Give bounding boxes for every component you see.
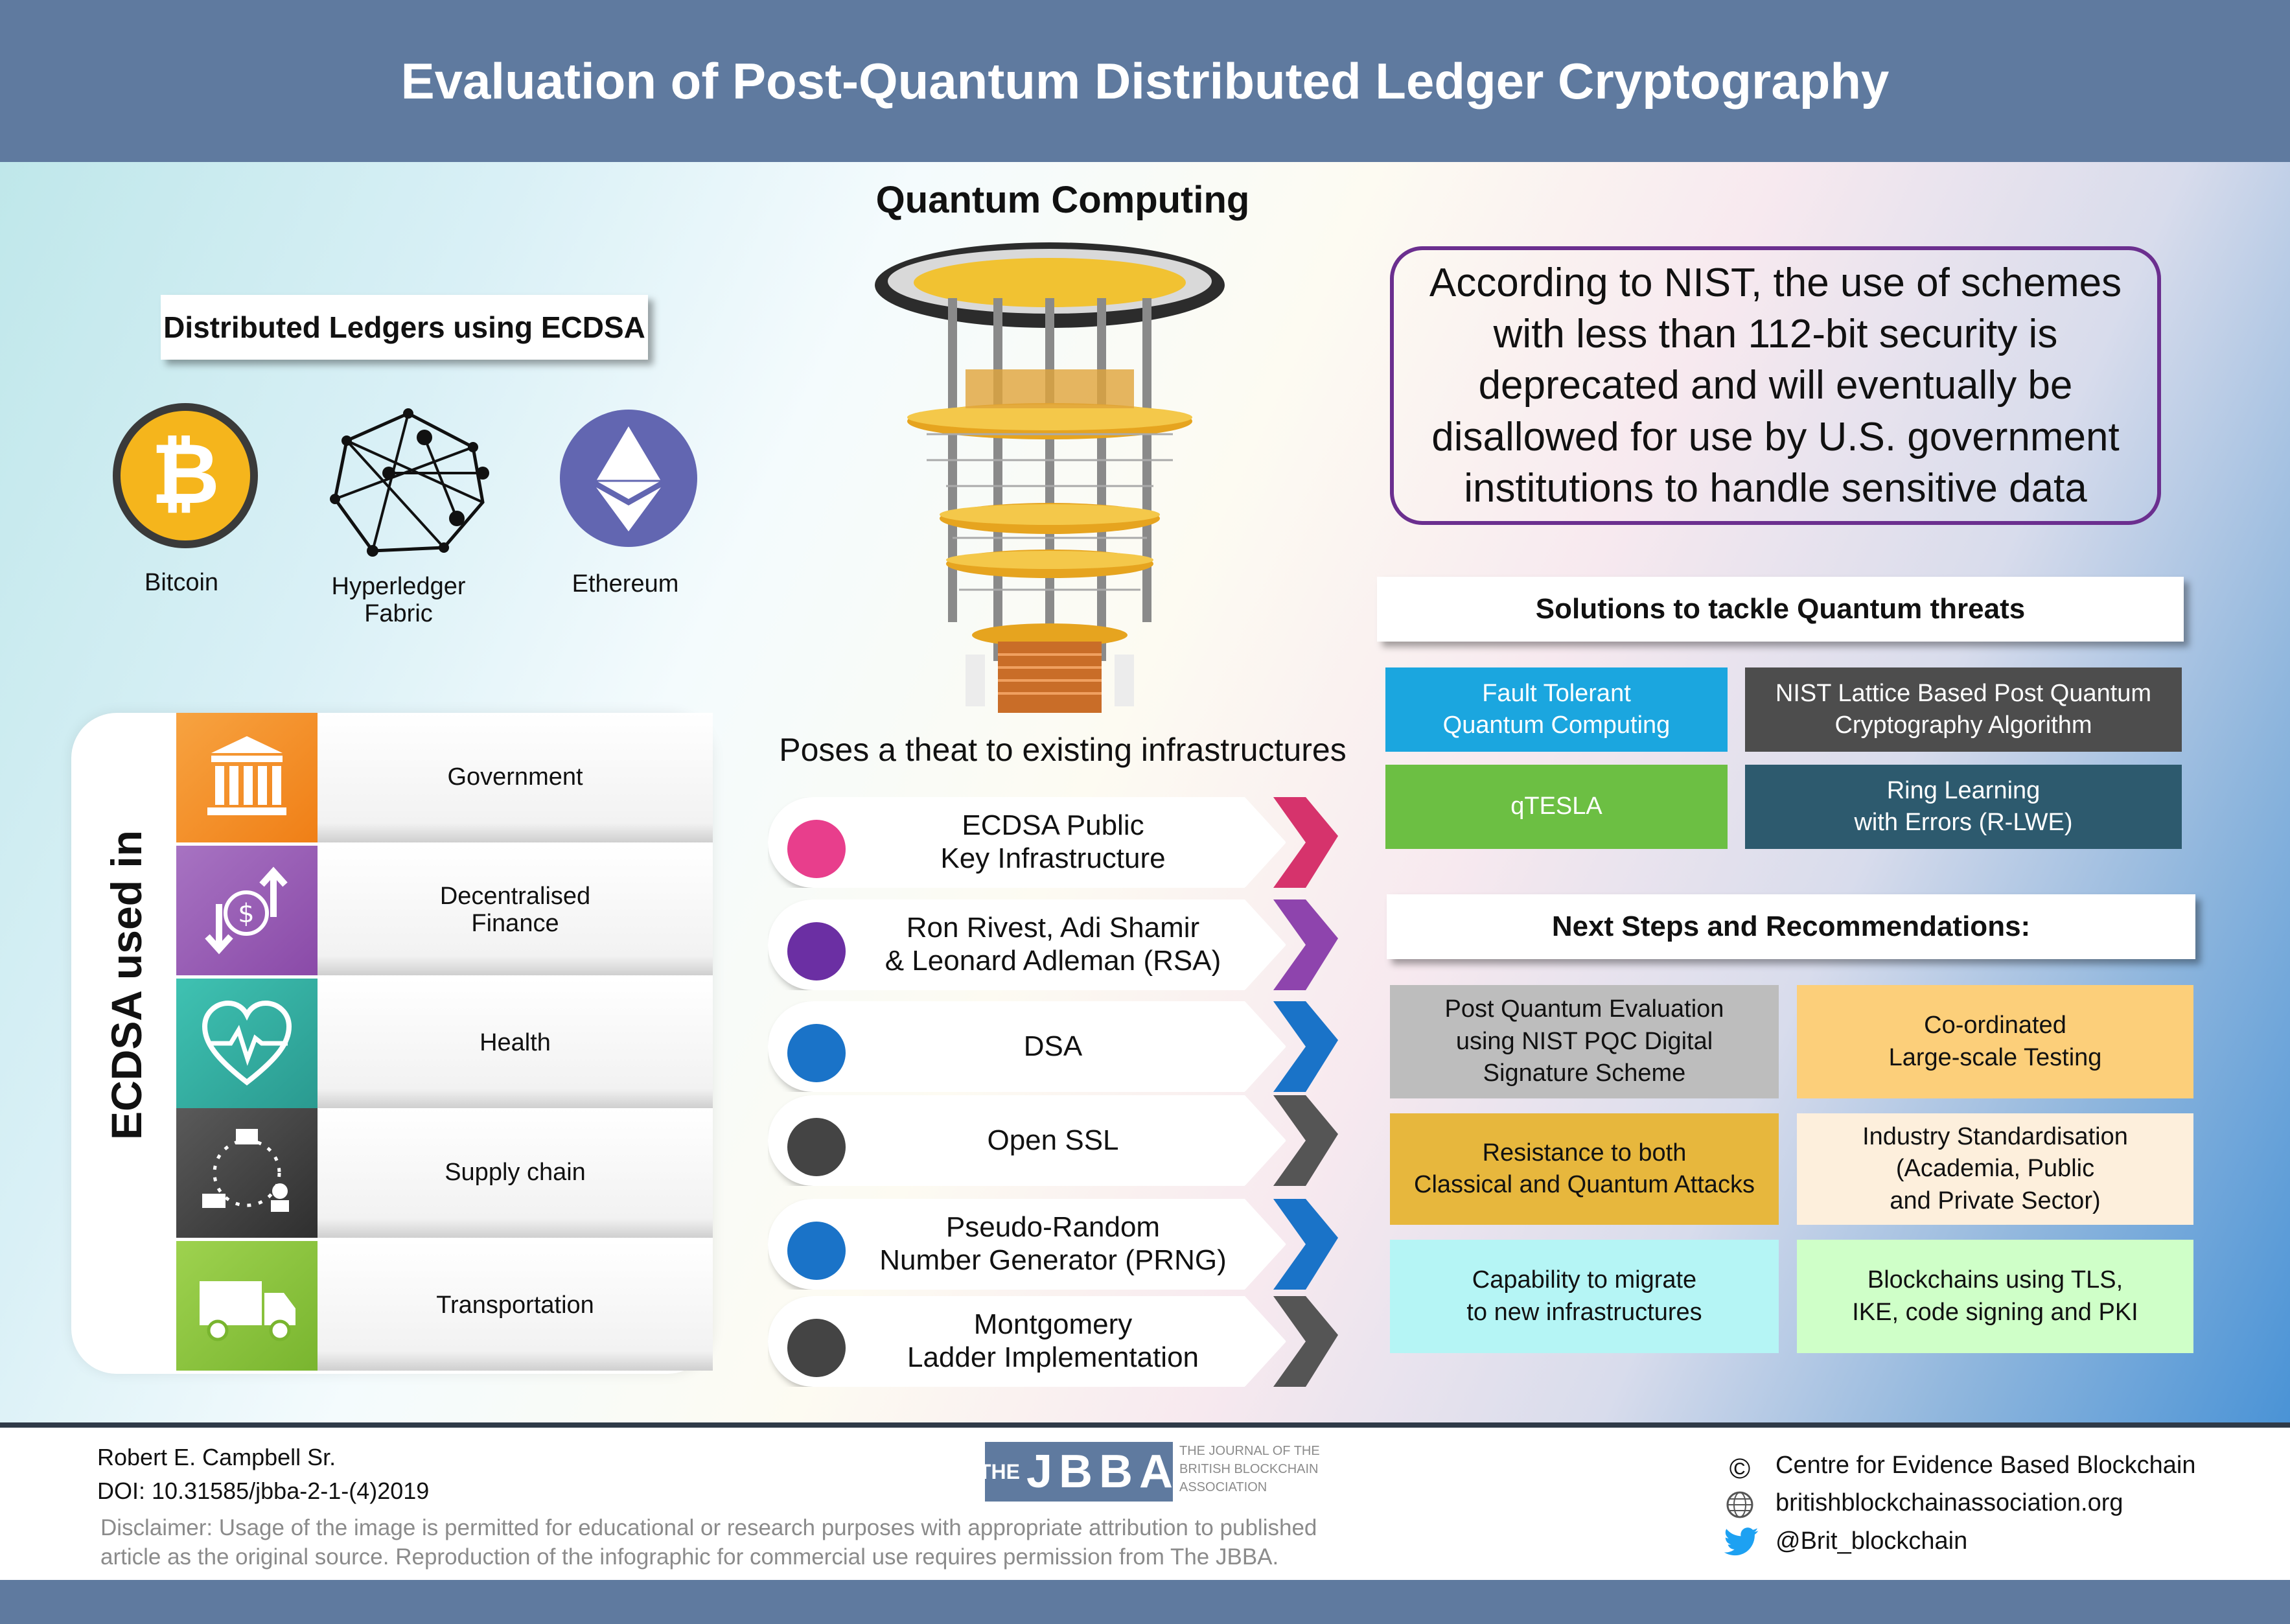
- doi: DOI: 10.31585/jbba-2-1-(4)2019: [97, 1478, 430, 1504]
- threat-dot: [787, 1222, 846, 1280]
- sector-row-government: Government: [176, 713, 713, 842]
- solution-tile: Ring Learning with Errors (R-LWE): [1745, 765, 2182, 849]
- nist-line: with less than 112-bit security is: [1493, 311, 2058, 356]
- threat-item-rsa: Ron Rivest, Adi Shamir & Leonard Adleman…: [768, 899, 1338, 990]
- nist-line: According to NIST, the use of schemes: [1429, 260, 2122, 305]
- logo-tag: BRITISH BLOCKCHAIN: [1179, 1462, 1319, 1476]
- logo-tag: ASSOCIATION: [1179, 1480, 1267, 1494]
- disclaimer-line: Disclaimer: Usage of the image is permit…: [100, 1515, 1317, 1540]
- copyright-text: Centre for Evidence Based Blockchain: [1775, 1452, 2196, 1479]
- svg-text:₿: ₿: [151, 424, 220, 523]
- solutions-heading: Solutions to tackle Quantum threats: [1377, 577, 2184, 642]
- threat-label: ECDSA Public Key Infrastructure: [940, 809, 1166, 874]
- author: Robert E. Campbell Sr.: [97, 1444, 336, 1470]
- next-step-tile: Capability to migrate to new infrastruct…: [1390, 1240, 1779, 1353]
- ethereum-icon: [560, 410, 697, 547]
- threat-heading: Poses a theat to existing infrastructure…: [779, 732, 1347, 768]
- nist-line: deprecated and will eventually be: [1478, 363, 2073, 408]
- logo-the: THE: [978, 1459, 1020, 1483]
- bitcoin-icon: ₿: [113, 403, 258, 548]
- threat-item-dsa: DSA: [768, 1001, 1338, 1092]
- sector-row-transportation: Transportation: [176, 1241, 713, 1371]
- globe-icon: [1726, 1491, 1753, 1518]
- next-step-tile: Resistance to both Classical and Quantum…: [1390, 1113, 1779, 1225]
- sector-row-supply-chain: Supply chain: [176, 1108, 713, 1238]
- threat-dot: [787, 820, 846, 878]
- threat-dot: [787, 1118, 846, 1176]
- logo-tag: THE JOURNAL OF THE: [1179, 1444, 1320, 1458]
- nist-line: institutions to handle sensitive data: [1464, 466, 2087, 511]
- finance-icon: $: [176, 846, 318, 975]
- footer-bar: [0, 1580, 2290, 1624]
- hyperledger-icon: [330, 408, 489, 557]
- sector-label: Decentralised Finance: [318, 846, 713, 975]
- title-bar: Evaluation of Post-Quantum Distributed L…: [0, 0, 2290, 162]
- next-steps-heading: Next Steps and Recommendations:: [1387, 894, 2195, 959]
- disclaimer-line: article as the original source. Reproduc…: [100, 1544, 1279, 1570]
- solution-tile: NIST Lattice Based Post Quantum Cryptogr…: [1745, 667, 2182, 752]
- next-step-tile: Industry Standardisation (Academia, Publ…: [1797, 1113, 2193, 1225]
- chevron-icon: [1273, 1001, 1338, 1092]
- ledger-label-ethereum: Ethereum: [572, 570, 679, 597]
- chevron-icon: [1273, 1199, 1338, 1290]
- sector-label: Government: [318, 713, 713, 842]
- nist-line: disallowed for use by U.S. government: [1431, 414, 2120, 459]
- sector-label: Transportation: [318, 1241, 713, 1371]
- page-title: Evaluation of Post-Quantum Distributed L…: [400, 52, 1890, 110]
- threat-label: DSA: [1023, 1030, 1083, 1062]
- supply-chain-icon: [176, 1108, 318, 1238]
- next-step-tile: Blockchains using TLS, IKE, code signing…: [1797, 1240, 2193, 1353]
- jbba-tagline: THE JOURNAL OF THE BRITISH BLOCKCHAIN AS…: [1179, 1442, 1320, 1496]
- svg-text:$: $: [238, 899, 254, 929]
- threat-label: Pseudo-Random Number Generator (PRNG): [879, 1211, 1227, 1276]
- chevron-icon: [1273, 1095, 1338, 1186]
- chevron-icon: [1273, 797, 1338, 888]
- next-step-tile: Co-ordinated Large-scale Testing: [1797, 985, 2193, 1098]
- threat-item-ecdsa-pki: ECDSA Public Key Infrastructure: [768, 797, 1338, 888]
- chevron-icon: [1273, 899, 1338, 990]
- next-step-tile: Post Quantum Evaluation using NIST PQC D…: [1390, 985, 1779, 1098]
- twitter-icon: [1724, 1527, 1759, 1556]
- bank-icon: [176, 713, 318, 842]
- ecdsa-used-in-label: ECDSA used in: [102, 830, 150, 1140]
- solution-tile: Fault Tolerant Quantum Computing: [1385, 667, 1728, 752]
- sector-row-health: Health: [176, 979, 713, 1108]
- jbba-logo: THE JBBA: [978, 1442, 1173, 1502]
- threat-dot: [787, 1024, 846, 1082]
- quantum-computing-heading: Quantum Computing: [875, 179, 1250, 221]
- footer-divider: [0, 1422, 2290, 1428]
- twitter-handle[interactable]: @Brit_blockchain: [1775, 1527, 1968, 1555]
- truck-icon: [176, 1241, 318, 1371]
- sector-row-finance: $ Decentralised Finance: [176, 846, 713, 975]
- threat-dot: [787, 922, 846, 980]
- sector-label: Supply chain: [318, 1108, 713, 1238]
- ledger-label-hyperledger: Hyperledger Fabric: [331, 573, 466, 627]
- nist-statement-box: According to NIST, the use of schemes wi…: [1390, 246, 2161, 525]
- threat-dot: [787, 1319, 846, 1377]
- copyright-icon: ©: [1729, 1453, 1751, 1485]
- sector-label: Health: [318, 979, 713, 1108]
- solution-tile: qTESLA: [1385, 765, 1728, 849]
- threat-item-openssl: Open SSL: [768, 1095, 1338, 1186]
- heart-icon: [176, 979, 318, 1108]
- website-link[interactable]: britishblockchainassociation.org: [1775, 1489, 2123, 1516]
- distributed-ledgers-heading: Distributed Ledgers using ECDSA: [161, 295, 648, 360]
- threat-label: Open SSL: [987, 1124, 1119, 1156]
- quantum-computer-icon: [875, 242, 1225, 713]
- threat-item-montgomery: Montgomery Ladder Implementation: [768, 1296, 1338, 1387]
- threat-label: Montgomery Ladder Implementation: [907, 1308, 1199, 1373]
- ledger-label-bitcoin: Bitcoin: [144, 569, 219, 596]
- chevron-icon: [1273, 1296, 1338, 1387]
- threat-item-prng: Pseudo-Random Number Generator (PRNG): [768, 1199, 1338, 1290]
- threat-label: Ron Rivest, Adi Shamir & Leonard Adleman…: [885, 912, 1221, 977]
- logo-jbba: JBBA: [1026, 1446, 1180, 1498]
